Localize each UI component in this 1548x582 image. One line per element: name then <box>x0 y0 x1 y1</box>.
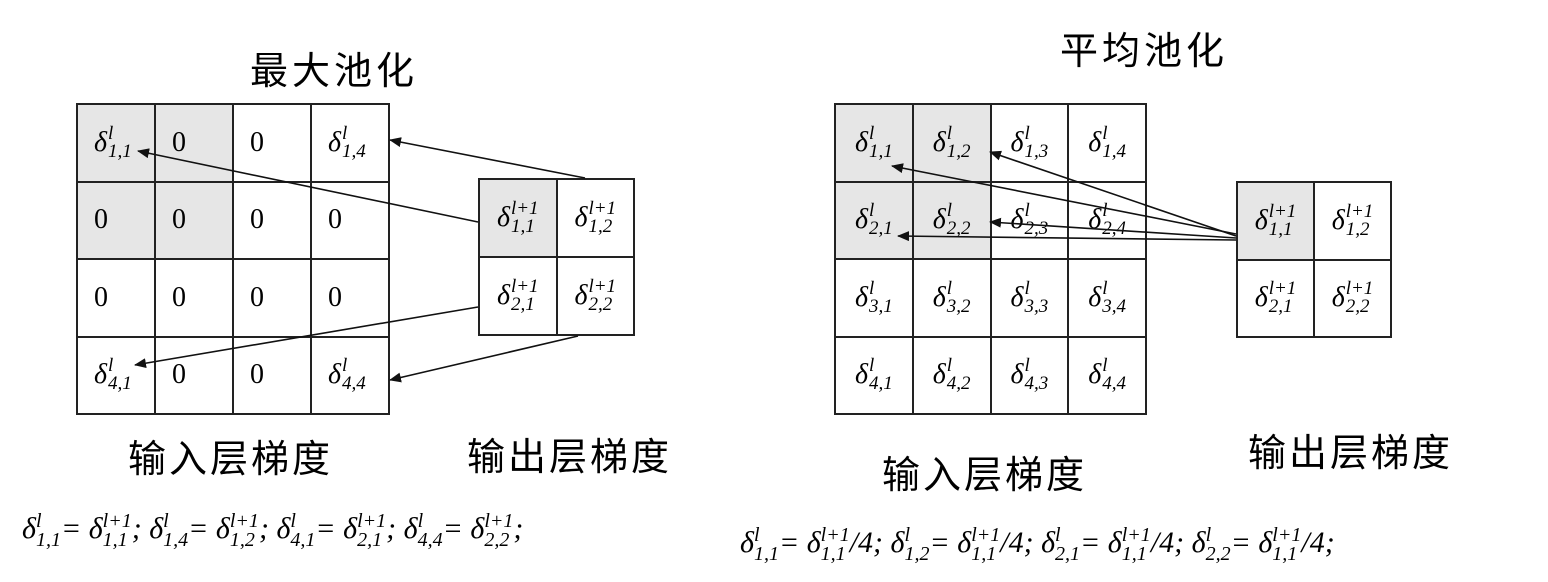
grid-cell: 0 <box>155 104 233 182</box>
avg-pooling-title: 平均池化 <box>1060 29 1229 73</box>
grid-cell: 0 <box>233 181 311 259</box>
grid-cell: 0 <box>77 259 155 337</box>
grid-cell: 0 <box>233 336 311 414</box>
avg-output-gradient-label: 输出层梯度 <box>1248 431 1454 475</box>
grid-cell: 0 <box>155 259 233 337</box>
max-pooling-title: 最大池化 <box>250 49 419 93</box>
grid-cell: 0 <box>155 181 233 259</box>
grid-cell: 0 <box>233 259 311 337</box>
arrow-max-14 <box>389 137 586 179</box>
grid-cell: 0 <box>77 181 155 259</box>
grid-cell: 0 <box>311 259 389 337</box>
grid-cell: 0 <box>155 336 233 414</box>
arrow-max-44 <box>389 335 579 383</box>
grid-cell: 0 <box>311 181 389 259</box>
grid-cell: 0 <box>233 104 311 182</box>
avg-input-gradient-label: 输入层梯度 <box>882 453 1088 497</box>
max-input-gradient-label: 输入层梯度 <box>128 437 334 481</box>
max-output-gradient-label: 输出层梯度 <box>467 435 673 479</box>
